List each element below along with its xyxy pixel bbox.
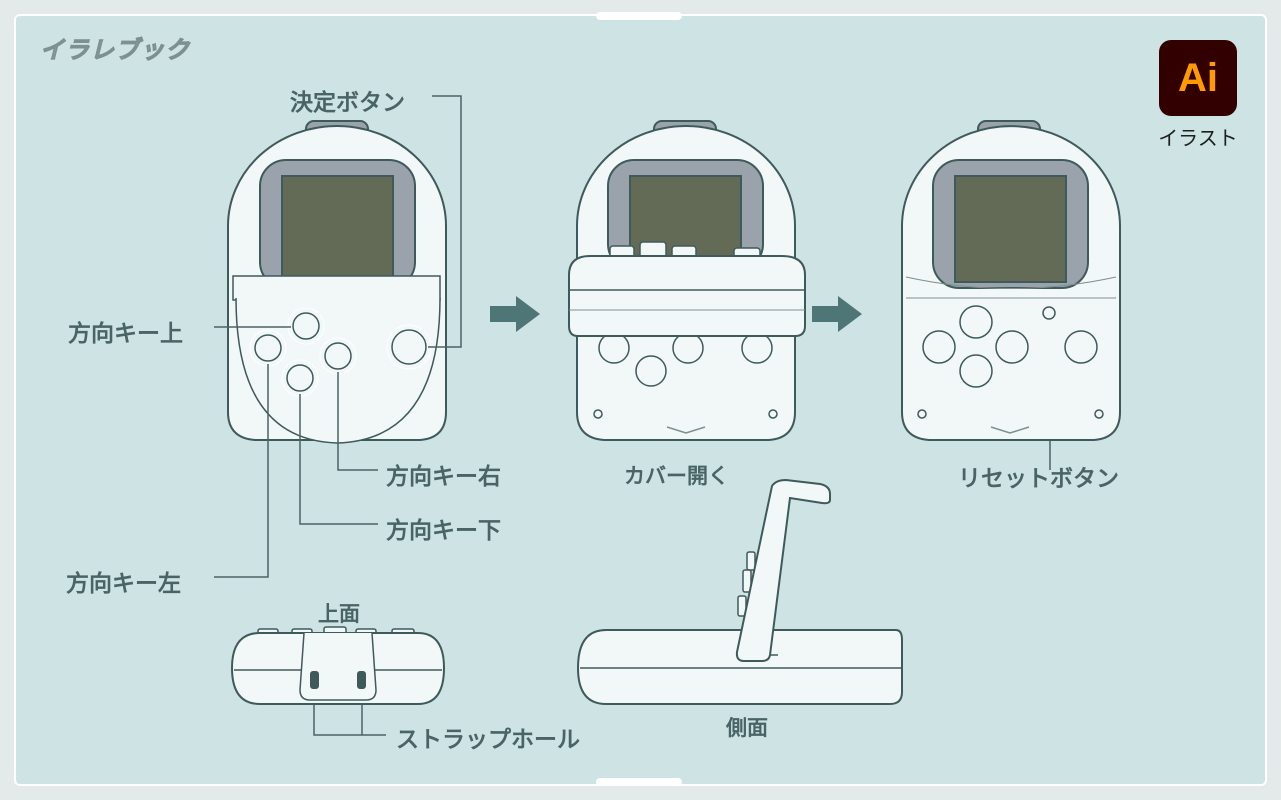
dpad-left-button [254,334,282,362]
illustrator-logo-text: Ai [1178,56,1218,100]
dpad-right-button [672,332,704,364]
screen [954,175,1067,283]
label-dpad-left: 方向キー左 [66,571,181,597]
dpad-down-button [286,364,314,392]
label-reset-button: リセットボタン [958,466,1119,492]
label-dpad-down: 方向キー下 [386,518,501,544]
decide-button [391,329,427,365]
label-strap-hole: ストラップホール [396,727,580,753]
device-cover-opening [568,120,806,441]
arrow-right-icon [490,296,540,332]
caption-top-view: 上面 [318,602,360,626]
side-view-base [576,629,903,705]
side-view-cover [735,478,831,662]
lower-cover [235,297,441,444]
illustrator-caption: イラスト [1158,126,1238,150]
decide-button [741,332,773,364]
label-decide-button: 決定ボタン [290,90,405,116]
dpad-down-button [635,355,667,387]
frame-notch-top [596,12,682,20]
dpad-right-button [995,330,1029,364]
device-side-view [576,478,903,705]
dpad-down-button [959,354,993,388]
dpad-up-button [959,305,993,339]
cover-lip [232,275,441,301]
strap-hole-right [357,671,366,689]
brand-watermark: イラレブック [40,36,190,65]
device-front-closed [227,120,447,444]
caption-open-cover: カバー開く [624,464,729,488]
label-dpad-up: 方向キー上 [68,321,183,347]
frame-notch-bottom [596,778,682,786]
dpad-right-button [324,342,352,370]
device-cover-removed [901,120,1121,441]
reset-button [1042,306,1056,320]
lifted-cover [568,255,806,337]
label-dpad-right: 方向キー右 [386,464,501,490]
device-top-view [230,626,446,705]
dpad-up-button [292,312,320,340]
caption-side-view: 側面 [726,716,768,740]
screen [281,175,394,283]
decide-button [1064,330,1098,364]
arrow-right-icon [812,296,862,332]
dpad-left-button [922,330,956,364]
dpad-left-button [598,332,630,364]
strap-hole-left [310,671,319,689]
illustrator-logo-icon: Ai [1159,40,1237,116]
